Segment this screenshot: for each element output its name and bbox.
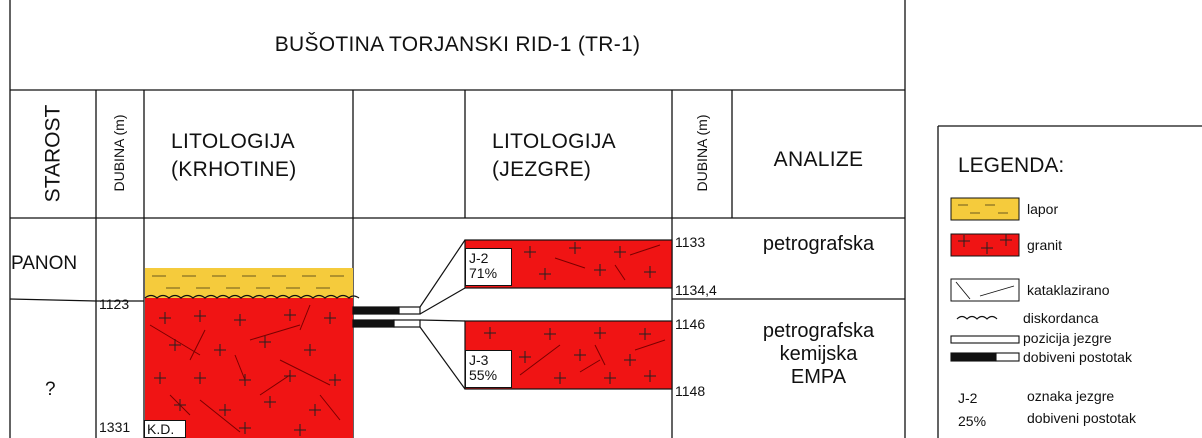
age-column-header: STAROST bbox=[41, 104, 65, 203]
legend-diskordanca: diskordanca bbox=[1023, 310, 1099, 326]
core-j3-label: J-3 55% bbox=[465, 350, 512, 388]
marl-layer bbox=[145, 268, 353, 300]
depth-1148: 1148 bbox=[675, 383, 706, 399]
core-recovery-bar-icon bbox=[950, 352, 1020, 362]
core-lithology-header: LITOLOGIJA (JEZGRE) bbox=[492, 130, 616, 181]
legend-lapor: lapor bbox=[1027, 201, 1059, 217]
cuttings-lithology-header: LITOLOGIJA (KRHOTINE) bbox=[171, 130, 297, 181]
depth-column-header-left: DUBINA (m) bbox=[111, 114, 127, 192]
table-grid bbox=[9, 0, 906, 438]
cataclasis-pattern-icon bbox=[950, 278, 1020, 302]
age-unknown: ? bbox=[45, 379, 56, 400]
analysis-j3: petrografska kemijska EMPA bbox=[762, 320, 875, 388]
kd-label: K.D. bbox=[144, 420, 186, 438]
depth-column-header-right: DUBINA (m) bbox=[694, 114, 710, 192]
legend-dobiveni-postotak-bar: dobiveni postotak bbox=[1023, 349, 1132, 365]
depth-1134-4: 1134,4 bbox=[675, 282, 717, 298]
depth-1133: 1133 bbox=[675, 234, 706, 250]
core-position-bars bbox=[352, 239, 466, 390]
marl-pattern-icon bbox=[950, 197, 1020, 221]
depth-1331: 1331 bbox=[99, 419, 131, 435]
legend-sample-core-label: J-2 bbox=[958, 390, 978, 406]
legend-kataklazirano: kataklazirano bbox=[1027, 282, 1110, 298]
legend-dobiveni-postotak: dobiveni postotak bbox=[1027, 410, 1136, 426]
legend-sample-recovery: 25% bbox=[958, 413, 987, 429]
legend-title: LEGENDA: bbox=[958, 154, 1065, 177]
analyses-column-header: ANALIZE bbox=[773, 148, 864, 171]
legend-oznaka-jezgre: oznaka jezgre bbox=[1027, 388, 1115, 404]
depth-1123: 1123 bbox=[99, 296, 130, 312]
core-j2-label: J-2 71% bbox=[465, 248, 512, 286]
unconformity-line bbox=[144, 294, 360, 299]
legend-granit: granit bbox=[1027, 237, 1063, 253]
granite-pattern-icon bbox=[950, 233, 1020, 257]
age-panon: PANON bbox=[11, 253, 78, 274]
granite-layer bbox=[145, 298, 353, 438]
unconformity-line-icon bbox=[956, 315, 998, 320]
depth-1146: 1146 bbox=[675, 316, 706, 332]
cuttings-lithology-column bbox=[144, 268, 360, 438]
legend-graphics bbox=[937, 125, 1202, 438]
diagram-title: BUŠOTINA TORJANSKI RID-1 (TR-1) bbox=[274, 33, 641, 56]
core-position-bar-icon bbox=[950, 335, 1020, 344]
analysis-j2: petrografska bbox=[762, 233, 875, 255]
granite-pattern bbox=[149, 304, 342, 437]
legend-pozicija-jezgre: pozicija jezgre bbox=[1023, 330, 1112, 346]
